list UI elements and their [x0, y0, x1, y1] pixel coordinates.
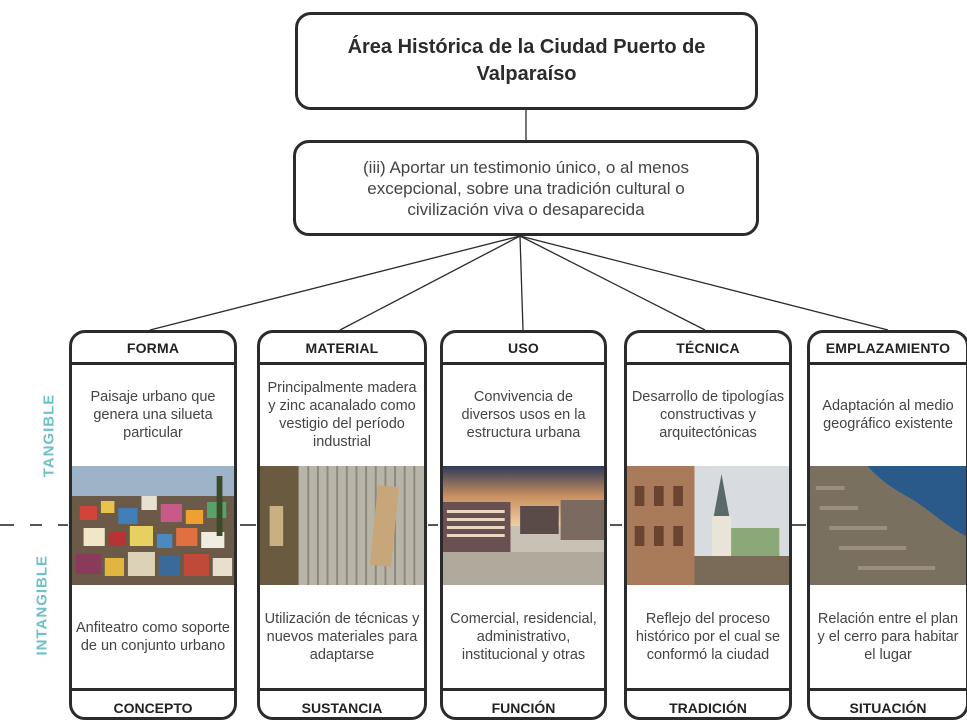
column-footer: CONCEPTO	[72, 688, 234, 717]
column-header: EMPLAZAMIENTO	[810, 333, 966, 365]
column-footer: SITUACIÓN	[810, 688, 966, 717]
intangible-text: Reflejo del proceso histórico por el cua…	[635, 611, 781, 663]
separator-dash	[240, 524, 256, 526]
column-footer: FUNCIÓN	[443, 688, 604, 717]
title-box: Área Histórica de la Ciudad Puerto de Va…	[295, 12, 758, 110]
tangible-text: Convivencia de diversos usos en la estru…	[461, 389, 586, 441]
intangible-text: Utilización de técnicas y nuevos materia…	[264, 611, 420, 663]
column-footer: SUSTANCIA	[260, 688, 424, 717]
photo-colorful-hillside-houses	[72, 466, 234, 585]
photo-church-steeple	[627, 466, 789, 585]
intangible-text: Relación entre el plan y el cerro para h…	[817, 611, 959, 663]
tangible-label: TANGIBLE	[40, 393, 58, 478]
column-header: USO	[443, 333, 604, 365]
separator-dash	[428, 524, 438, 526]
column-forma: FORMA Paisaje urbano que genera una silu…	[69, 330, 237, 720]
column-emplazamiento: EMPLAZAMIENTO Adaptación al medio geográ…	[807, 330, 967, 720]
intangible-text: Anfiteatro como soporte de un conjunto u…	[76, 620, 230, 654]
tangible-text: Principalmente madera y zinc acanalado c…	[267, 380, 417, 450]
column-tecnica: TÉCNICA Desarrollo de tipologías constru…	[624, 330, 792, 720]
photo-corrugated-zinc-wall	[260, 466, 424, 585]
separator-dash	[30, 524, 42, 526]
column-header: MATERIAL	[260, 333, 424, 365]
separator-dash	[792, 524, 806, 526]
column-header: TÉCNICA	[627, 333, 789, 365]
photo-urban-buildings-sunset	[443, 466, 604, 585]
column-material: MATERIAL Principalmente madera y zinc ac…	[257, 330, 427, 720]
diagram-title: Área Histórica de la Ciudad Puerto de Va…	[347, 36, 706, 85]
column-footer: TRADICIÓN	[627, 688, 789, 717]
column-header: FORMA	[72, 333, 234, 365]
separator-dash	[610, 524, 622, 526]
tangible-text: Paisaje urbano que genera una silueta pa…	[90, 389, 216, 441]
separator-dash	[0, 524, 14, 526]
column-uso: USO Convivencia de diversos usos en la e…	[440, 330, 607, 720]
photo-aerial-bay-view	[810, 466, 966, 585]
separator-dash	[58, 524, 68, 526]
intangible-text: Comercial, residencial, administrativo, …	[450, 611, 597, 663]
tangible-text: Desarrollo de tipologías constructivas y…	[631, 389, 785, 441]
tangible-text: Adaptación al medio geográfico existente	[822, 398, 954, 432]
intangible-label: INTANGIBLE	[33, 554, 51, 656]
criterion-text: (iii) Aportar un testimonio único, o al …	[363, 157, 689, 219]
criterion-box: (iii) Aportar un testimonio único, o al …	[293, 140, 759, 236]
